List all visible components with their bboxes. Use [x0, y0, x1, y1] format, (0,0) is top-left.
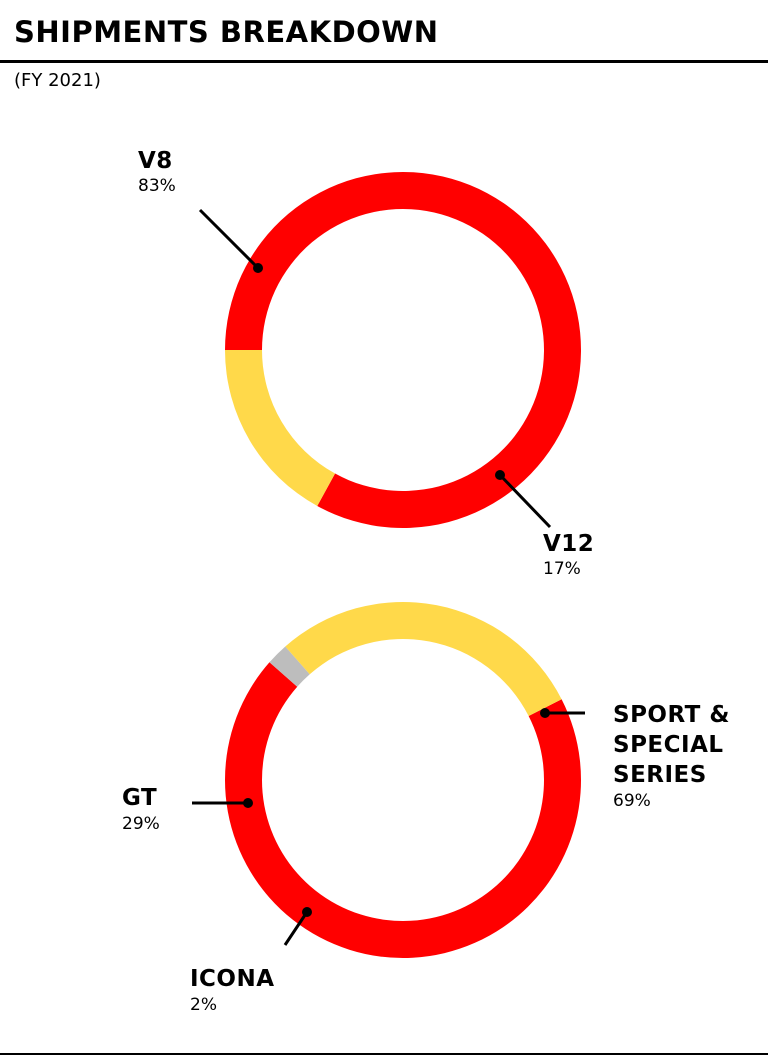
slice-label-name: V12: [543, 531, 594, 557]
leader-dot-sport-special-series: [540, 708, 550, 718]
slice-label-name-line1: SPORT &: [613, 702, 730, 728]
label-sport-special-series: SPORT & SPECIAL SERIES 69%: [613, 702, 730, 811]
leader-dot-icona: [302, 907, 312, 917]
donut-chart-model-range: [192, 602, 585, 958]
slice-label-percent: 83%: [138, 176, 176, 196]
leader-dot-v12: [495, 470, 505, 480]
title-divider: [0, 60, 768, 63]
leader-line-v8: [198, 208, 260, 270]
slice-gt: [285, 602, 562, 716]
slice-label-percent: 17%: [543, 559, 581, 579]
slice-label-percent: 69%: [613, 791, 651, 811]
slice-label-percent: 29%: [122, 814, 160, 834]
label-v8: V8 83%: [138, 148, 176, 196]
bottom-divider: [0, 1053, 768, 1055]
page-title: SHIPMENTS BREAKDOWN: [14, 15, 439, 49]
slice-v12: [225, 350, 336, 506]
label-v12: V12 17%: [543, 531, 594, 579]
leader-line-icona: [283, 911, 309, 946]
label-gt: GT 29%: [122, 785, 160, 834]
slice-label-name-line3: SERIES: [613, 762, 707, 788]
slice-icona: [269, 646, 310, 687]
leader-dot-v8: [253, 263, 263, 273]
page-subtitle: (FY 2021): [14, 70, 101, 91]
leader-line-v12: [498, 473, 552, 529]
slice-label-name: ICONA: [190, 966, 275, 992]
slice-label-name: GT: [122, 785, 157, 811]
slice-sport-special-series: [225, 662, 581, 958]
slice-label-name: V8: [138, 148, 173, 174]
leader-dot-gt: [243, 798, 253, 808]
slice-label-percent: 2%: [190, 995, 217, 1015]
donut-chart-engine: [198, 172, 581, 529]
slice-label-name-line2: SPECIAL: [613, 732, 724, 758]
label-icona: ICONA 2%: [190, 966, 275, 1015]
